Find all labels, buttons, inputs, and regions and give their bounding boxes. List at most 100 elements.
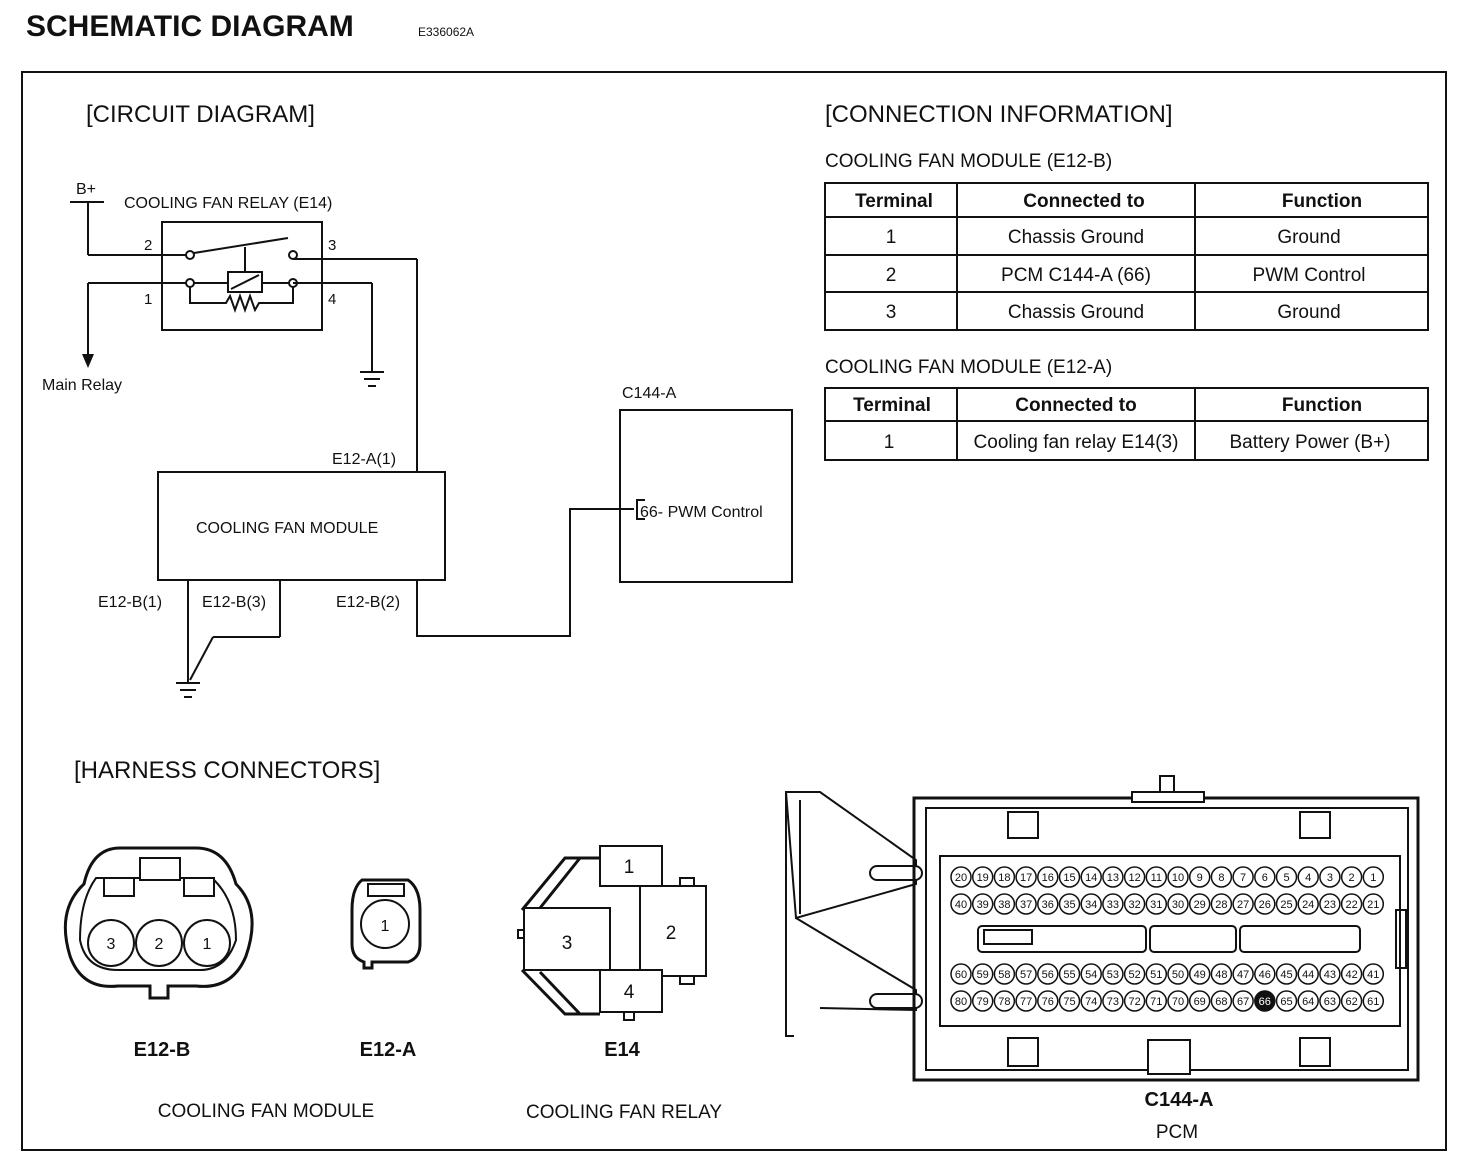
- connector-e12a: 1: [350, 878, 422, 970]
- pcm-pin: [1275, 893, 1298, 915]
- pcm-pin: [1275, 990, 1298, 1012]
- pcm-pin-number: 68: [1215, 996, 1227, 1008]
- pcm-pin: [1232, 963, 1254, 985]
- pcm-pin: [1188, 963, 1211, 985]
- pcm-pin-number: 67: [1237, 996, 1249, 1008]
- pcm-pin-number: 20: [955, 872, 967, 884]
- pcm-pin-number: 27: [1237, 899, 1249, 911]
- e12b-pin2-label: E12-B(2): [336, 594, 400, 611]
- pcm-pin: [1015, 990, 1037, 1012]
- pcm-pin: [1058, 893, 1081, 915]
- table-e12a-cell: Battery Power (B+): [1229, 432, 1390, 453]
- pcm-pin-number: 75: [1063, 996, 1075, 1008]
- table-e12a-header-connected: Connected to: [1015, 395, 1136, 416]
- pcm-pin-number: 39: [977, 899, 989, 911]
- pcm-pin-number: 66: [1259, 996, 1271, 1008]
- pcm-pin-number: 65: [1280, 996, 1292, 1008]
- pcm-pin-number: 3: [1327, 872, 1333, 884]
- pcm-pin: [1123, 963, 1146, 985]
- pcm-caption: PCM: [1156, 1122, 1198, 1143]
- pcm-pin: [1254, 963, 1276, 985]
- pcm-pin: [1145, 866, 1168, 888]
- pcm-pin: [971, 893, 994, 915]
- pcm-pin: [1275, 963, 1298, 985]
- e14-pin-2: 2: [666, 923, 677, 944]
- pcm-pin-number: 72: [1128, 996, 1140, 1008]
- pcm-pin: [993, 893, 1016, 915]
- table-e12b-cell: Ground: [1277, 227, 1340, 248]
- pwm-control-pin-label: 66- PWM Control: [640, 504, 763, 521]
- e12a-pin1-label: E12-A(1): [332, 451, 396, 468]
- pcm-pin: [1210, 866, 1233, 888]
- pcm-pin: [1362, 990, 1385, 1012]
- pcm-pin-number: 74: [1085, 996, 1097, 1008]
- pcm-pin-number: 45: [1280, 969, 1292, 981]
- pcm-pin: [950, 866, 972, 888]
- pcm-pin: [1362, 893, 1385, 915]
- pcm-pin-number: 30: [1172, 899, 1184, 911]
- pcm-pin-number: 6: [1262, 872, 1268, 884]
- pcm-pin: [1210, 990, 1233, 1012]
- pcm-pin: [1080, 866, 1102, 888]
- pcm-pin: [1145, 990, 1168, 1012]
- cooling-fan-module-box: [157, 471, 446, 581]
- connection-info-heading: [CONNECTION INFORMATION]: [825, 101, 1173, 128]
- pcm-pin-number: 79: [977, 996, 989, 1008]
- pcm-pin-number: 52: [1128, 969, 1140, 981]
- pcm-pin-number: 48: [1215, 969, 1227, 981]
- pcm-pin: [950, 963, 972, 985]
- pcm-pin: [1340, 990, 1363, 1012]
- pcm-pin-number: 31: [1150, 899, 1162, 911]
- pcm-pin-number: 15: [1063, 872, 1075, 884]
- pcm-pin: [1340, 963, 1363, 985]
- e14-pin-1: 1: [624, 857, 635, 878]
- pcm-pin: [1080, 963, 1102, 985]
- table-e12a: Terminal Connected to Function 1 Cooling…: [824, 387, 1429, 461]
- pcm-connector-label: C144-A: [622, 385, 677, 402]
- pcm-pin-number: 55: [1063, 969, 1075, 981]
- table-e12b-cell: Ground: [1277, 302, 1340, 323]
- pcm-pin-number: 51: [1150, 969, 1162, 981]
- pcm-pin-number: 78: [998, 996, 1010, 1008]
- pcm-pin: [1188, 990, 1211, 1012]
- pcm-pin: [971, 963, 994, 985]
- pcm-pin: [1297, 866, 1319, 888]
- pcm-pin: [1037, 866, 1059, 888]
- pcm-pin: [1319, 990, 1341, 1012]
- table-e12a-cell: Cooling fan relay E14(3): [974, 432, 1179, 453]
- pcm-pin: [1037, 990, 1059, 1012]
- pcm-pin-number: 59: [977, 969, 989, 981]
- connector-e12b: 3 2 1: [63, 846, 254, 1000]
- pcm-pin: [1145, 963, 1168, 985]
- e12b-pin-2: 2: [155, 936, 164, 953]
- cooling-fan-relay-caption: COOLING FAN RELAY: [526, 1102, 722, 1123]
- harness-connectors-heading: [HARNESS CONNECTORS]: [74, 757, 380, 784]
- pcm-pin-number: 33: [1107, 899, 1119, 911]
- pcm-pin: [1015, 963, 1037, 985]
- table-e12b-header-function: Function: [1282, 191, 1362, 212]
- relay-label: COOLING FAN RELAY (E14): [124, 195, 332, 212]
- pcm-pin: [1232, 866, 1254, 888]
- c144a-name: C144-A: [1145, 1089, 1214, 1111]
- pcm-pin-number: 71: [1150, 996, 1162, 1008]
- pcm-pin-number: 49: [1194, 969, 1206, 981]
- pcm-pin: [1102, 866, 1124, 888]
- pcm-pin: [993, 866, 1016, 888]
- pcm-pin-number: 69: [1194, 996, 1206, 1008]
- pcm-pin: [1058, 990, 1081, 1012]
- e12b-pin1-label: E12-B(1): [98, 594, 162, 611]
- pcm-pin-number: 17: [1020, 872, 1032, 884]
- pcm-pin-number: 54: [1085, 969, 1097, 981]
- table-e12b-header-connected: Connected to: [1023, 191, 1144, 212]
- pcm-pin: [1058, 866, 1081, 888]
- pcm-pin: [971, 866, 994, 888]
- relay-pin-3: 3: [328, 237, 336, 254]
- pcm-pin: [1254, 893, 1276, 915]
- pcm-pin-number: 28: [1215, 899, 1227, 911]
- pcm-pin: [1015, 866, 1037, 888]
- e14-pin-3: 3: [562, 933, 573, 954]
- pcm-pin-number: 37: [1020, 899, 1032, 911]
- pcm-pin: [1080, 893, 1102, 915]
- pcm-pin: [1102, 990, 1124, 1012]
- pcm-pin: [1037, 893, 1059, 915]
